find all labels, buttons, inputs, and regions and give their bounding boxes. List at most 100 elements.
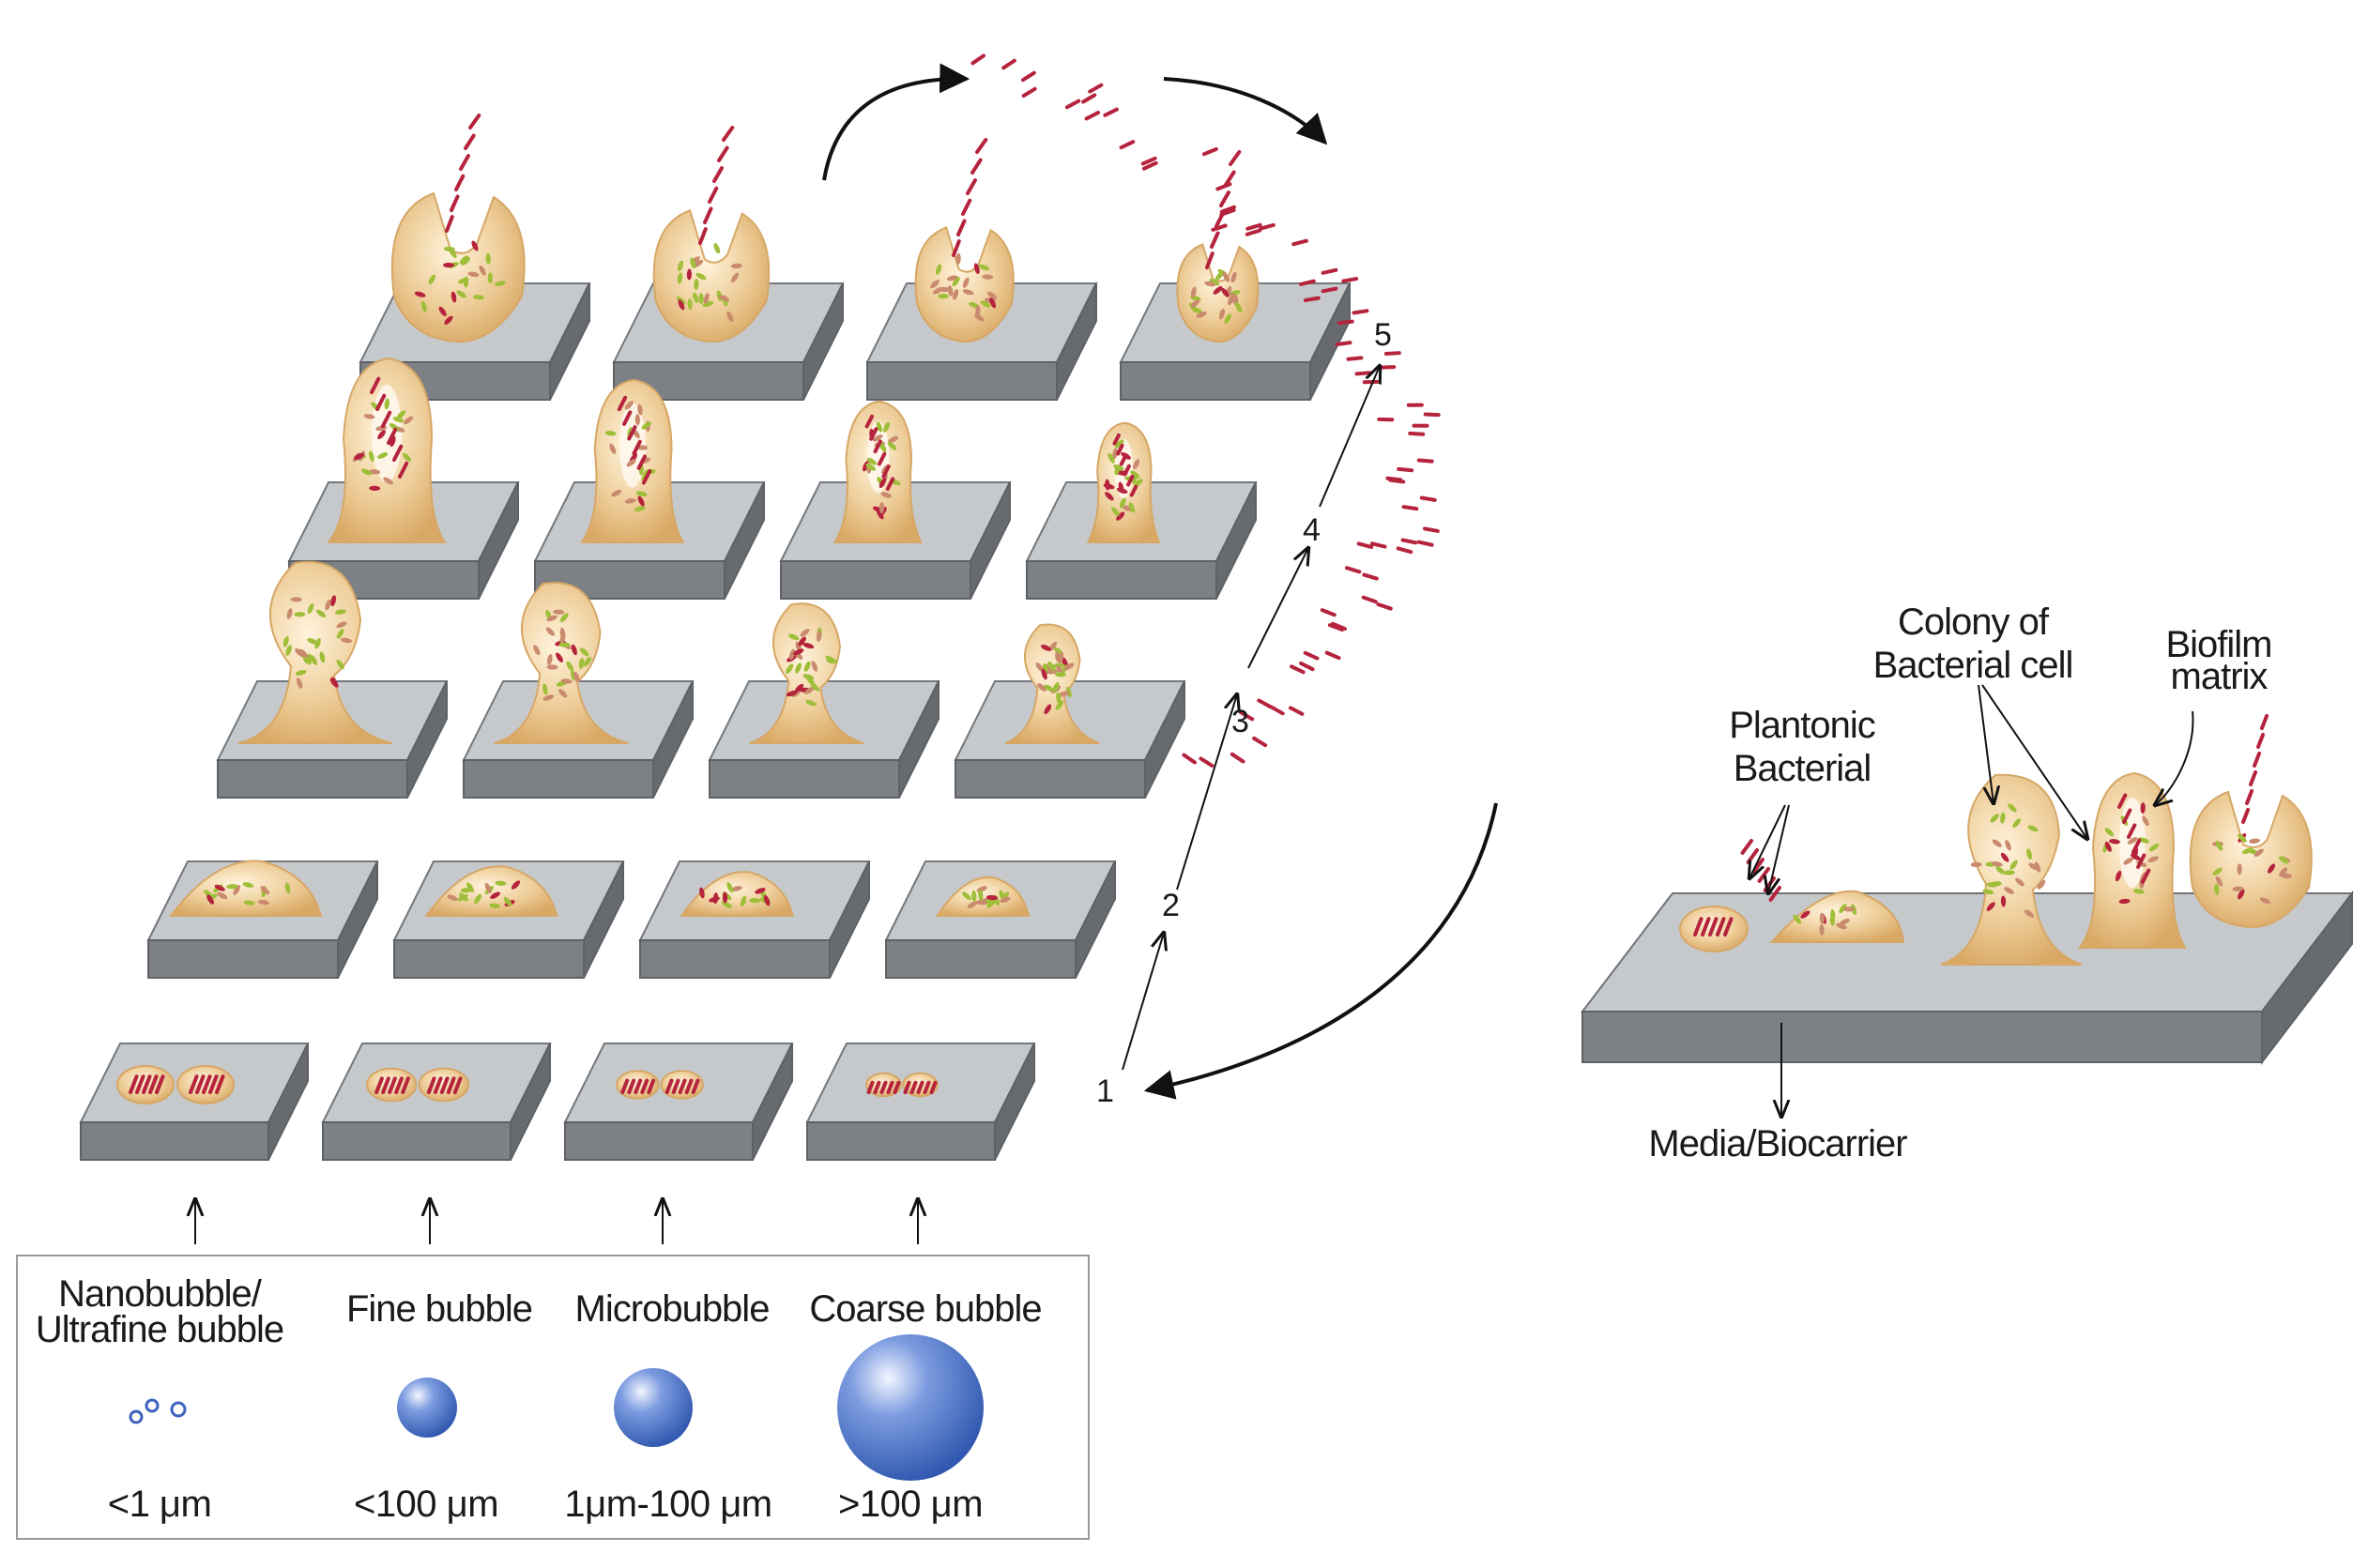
- plate-front: [322, 1121, 512, 1161]
- released-bacterium: [1116, 443, 1124, 456]
- bacterium: [206, 894, 214, 905]
- biofilm-stage3-col2: [494, 582, 629, 744]
- biofilm-stage1-col1: [116, 1065, 235, 1104]
- released-bacterium: [1335, 341, 1352, 346]
- bacterium: [1843, 906, 1855, 912]
- released-bacterium: [1379, 365, 1397, 370]
- released-bacterium: [468, 113, 481, 129]
- biofilm-stage1-col3: [616, 1070, 704, 1100]
- planktonic-label-line1: Plantonic: [1729, 705, 1875, 746]
- bacterium: [763, 894, 771, 906]
- released-bacterium: [1723, 917, 1734, 936]
- side-biofilm-lifecycle: [1679, 713, 2313, 966]
- bacterium: [985, 894, 998, 901]
- bacterium: [2147, 856, 2159, 862]
- bacterium: [1829, 914, 1836, 926]
- mature-biofilm: [237, 560, 393, 744]
- coarse-bubble-size: >100 μm: [838, 1484, 983, 1525]
- bacterium: [2232, 886, 2244, 891]
- plate-front: [780, 560, 971, 600]
- bacterium: [583, 657, 592, 667]
- released-bacterium: [886, 1080, 894, 1094]
- bacterium: [2215, 841, 2223, 851]
- released-bacterium: [1215, 182, 1232, 191]
- bacterium: [217, 891, 228, 900]
- plate-front: [866, 361, 1058, 401]
- bacterium: [1130, 470, 1140, 479]
- released-bacterium: [1303, 650, 1320, 661]
- colony-label-line1: Colony of: [1898, 601, 2050, 643]
- bacterium: [804, 686, 815, 694]
- released-bacterium: [2127, 823, 2137, 839]
- plate-front: [639, 939, 831, 979]
- bacterium: [495, 880, 507, 886]
- released-bacterium: [1088, 83, 1104, 94]
- biofilm-stage3-col3: [749, 602, 864, 744]
- bacterium: [641, 421, 651, 430]
- bacterium: [214, 884, 225, 891]
- bacterium: [786, 663, 794, 674]
- bacterium: [242, 882, 254, 888]
- bacterium: [2130, 853, 2141, 860]
- bacterium: [377, 430, 386, 440]
- bacterium: [511, 880, 521, 890]
- released-bacterium: [903, 1080, 911, 1094]
- bacterium: [718, 295, 730, 302]
- bacterium: [637, 495, 645, 507]
- bacterium: [879, 442, 887, 453]
- released-bacterium: [1397, 466, 1414, 473]
- bacterium: [2215, 875, 2223, 887]
- released-bacterium: [1321, 267, 1338, 275]
- bacterium: [490, 891, 500, 899]
- released-bacterium: [703, 206, 713, 224]
- bacterium: [396, 410, 406, 419]
- bacterium: [542, 683, 548, 695]
- bacterium: [2259, 897, 2271, 905]
- bacterium: [286, 608, 293, 619]
- bacterium: [982, 274, 994, 280]
- released-bacterium: [970, 158, 983, 175]
- bacterium: [2005, 840, 2011, 851]
- bacterium: [987, 291, 998, 300]
- released-bacterium: [1416, 540, 1434, 547]
- released-bacterium: [952, 239, 961, 257]
- bacterium: [2115, 870, 2122, 882]
- released-bacterium: [708, 186, 719, 204]
- released-bacterium: [1344, 566, 1362, 574]
- bacterium: [2000, 812, 2006, 824]
- released-bacterium: [864, 414, 875, 429]
- bacterium: [802, 643, 815, 649]
- bacterium: [2118, 898, 2131, 905]
- bacterium: [1196, 311, 1207, 318]
- bacterium: [558, 689, 568, 698]
- bacterium: [1000, 896, 1011, 903]
- microbubble-label: Microbubble: [575, 1288, 770, 1330]
- released-bacterium: [129, 1074, 139, 1094]
- released-bacterium: [2245, 788, 2254, 805]
- released-bacterium: [1708, 917, 1719, 936]
- bacterium: [1222, 271, 1230, 282]
- plate-front: [80, 1121, 269, 1161]
- bacterium: [489, 903, 501, 908]
- released-bacterium: [1259, 222, 1276, 231]
- released-bacterium: [873, 1080, 881, 1094]
- released-bacterium: [698, 227, 708, 245]
- bacterium: [694, 279, 699, 290]
- released-bacterium: [1299, 279, 1316, 286]
- biofilm-stage3-col1: [237, 560, 393, 744]
- bacterium: [294, 612, 306, 617]
- bacterium: [2279, 856, 2289, 864]
- mature-biofilm: [1004, 623, 1100, 744]
- released-bacterium: [671, 1078, 680, 1094]
- released-bacterium: [2256, 732, 2266, 749]
- bacterium: [2249, 838, 2261, 844]
- plate-side: [652, 680, 694, 799]
- released-bacterium: [873, 439, 882, 454]
- bacterium: [726, 311, 734, 322]
- bacterium: [634, 506, 646, 512]
- bacterium: [257, 899, 269, 906]
- bacterium: [384, 398, 390, 410]
- dispersal-arrow-top: [1163, 77, 1328, 145]
- plate-side: [1144, 680, 1185, 799]
- bacterium: [2034, 861, 2041, 873]
